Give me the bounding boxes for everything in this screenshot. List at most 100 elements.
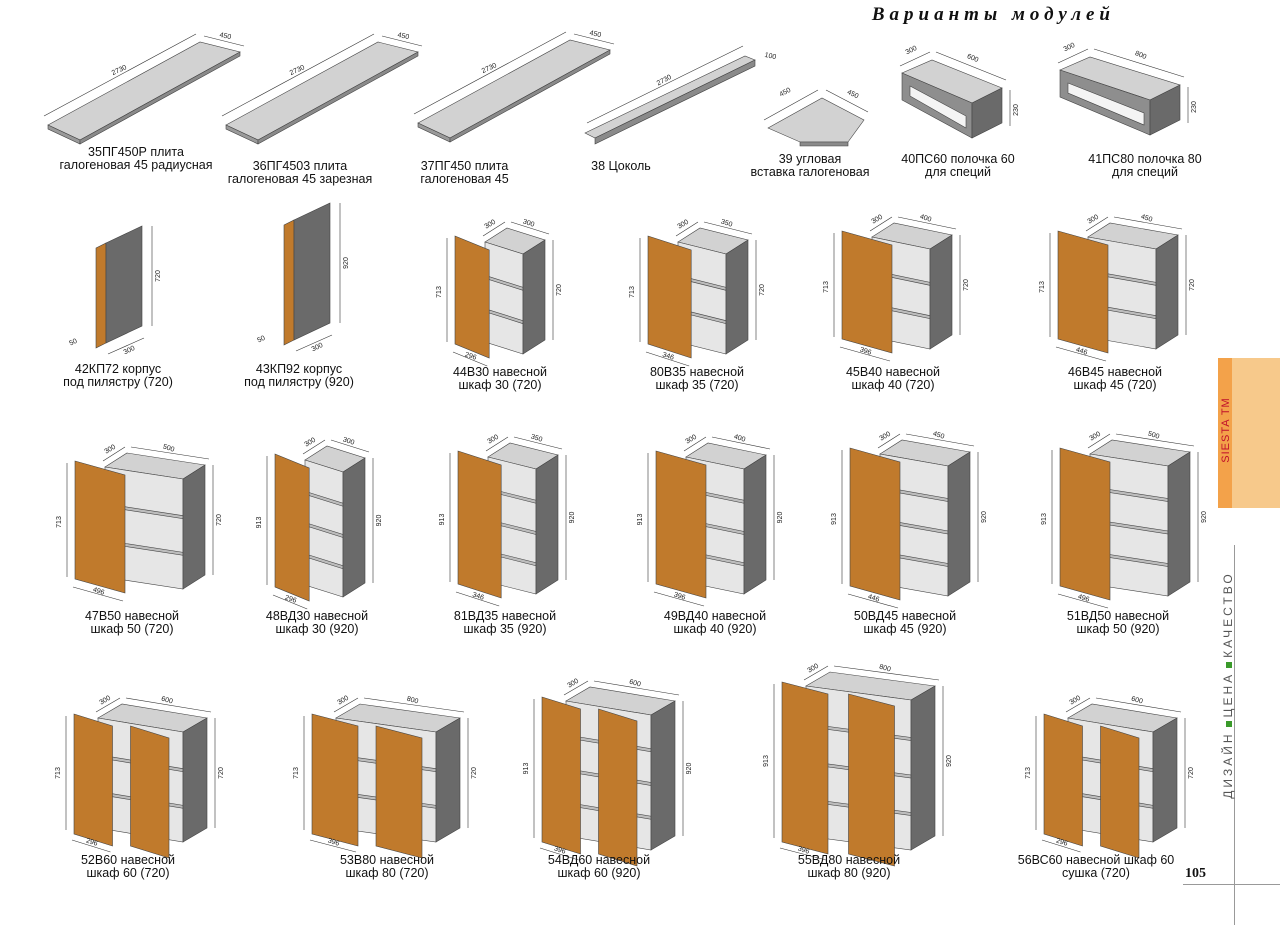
dimension-label: 300: [486, 434, 500, 446]
dimension-line: [839, 346, 891, 362]
cabinet-door: [457, 450, 502, 599]
dimension-line: [71, 839, 111, 853]
dimension-line: [825, 89, 869, 113]
footer-rule: [1183, 884, 1280, 885]
caption-line: 54ВД60 навесной: [547, 853, 651, 867]
dimension-label: 300: [1063, 42, 1077, 53]
dimension-line: [877, 433, 901, 449]
dimension-label: 450: [1140, 213, 1153, 223]
bullet-icon: [1226, 721, 1232, 728]
dimension-line: [309, 839, 357, 853]
cabinet-side: [182, 464, 206, 590]
dimension-line: [586, 45, 744, 124]
dimension-label: 396: [553, 845, 566, 855]
dimension-label: 920: [1201, 511, 1208, 523]
dimension-line: [763, 89, 819, 121]
dimension-label: 720: [556, 284, 563, 296]
dimension-label: 300: [103, 444, 117, 456]
dimension-label: 713: [629, 286, 636, 298]
body-side: [293, 202, 331, 341]
dimension-label: 713: [1039, 281, 1046, 293]
caption-line: под пилястру (720): [63, 375, 173, 389]
dimension-label: 396: [327, 837, 340, 847]
cabinet-side: [535, 454, 559, 595]
dimension-label: 50: [256, 335, 266, 345]
caption-line: шкаф 40 (720): [851, 378, 935, 392]
side-word-price: ЦЕНА: [1221, 671, 1235, 718]
dimension-line: [455, 591, 500, 607]
dimension-line: [1087, 433, 1111, 449]
cabinet-side: [522, 239, 546, 355]
caption-line: галогеновая 45 зарезная: [227, 172, 373, 186]
dimension-label: 450: [397, 32, 410, 41]
countertop-edge: [449, 49, 611, 143]
caption-line: 51ВД50 навесной: [1066, 609, 1170, 623]
dimension-line: [1085, 216, 1109, 232]
dimension-label: 296: [284, 594, 297, 604]
dimension-label: 450: [589, 30, 602, 39]
caption-line: 80В35 навесной: [649, 365, 744, 379]
dimension-label: 346: [471, 591, 484, 601]
dimension-label: 720: [216, 514, 223, 526]
dimension-label: 720: [759, 284, 766, 296]
corner-insert-top: [767, 97, 865, 143]
caption-line: шкаф 60 (720): [86, 866, 170, 880]
dimension-label: 300: [684, 434, 698, 446]
dimension-label: 230: [1191, 101, 1198, 113]
dimension-line: [869, 216, 893, 232]
dimension-line: [330, 439, 370, 453]
dimension-line: [1093, 48, 1185, 78]
dimension-label: 720: [471, 767, 478, 779]
dimension-line: [1057, 48, 1089, 64]
dimension-label: 913: [637, 514, 644, 526]
cabinet-door-right: [848, 693, 895, 867]
dimension-line: [573, 33, 615, 45]
caption-line: 53В80 навесной: [339, 853, 434, 867]
plinth-top: [584, 55, 756, 139]
caption-line: 43КП92 корпус: [255, 362, 343, 376]
cabinet-door: [841, 230, 893, 354]
dimension-label: 913: [256, 517, 263, 529]
dimension-label: 300: [1088, 431, 1102, 443]
shelf-opening: [909, 85, 967, 129]
dimension-label: 230: [1013, 104, 1020, 116]
cabinet-door-left: [541, 696, 581, 855]
dimension-line: [333, 697, 359, 713]
caption-line: 39 угловая: [778, 152, 842, 166]
caption-line: шкаф 35 (920): [463, 622, 547, 636]
cabinet-side: [947, 451, 971, 597]
dimension-label: 296: [1055, 837, 1068, 847]
dimension-label: 396: [797, 845, 810, 855]
dimension-label: 296: [85, 837, 98, 847]
dimension-label: 300: [676, 219, 690, 231]
dimension-line: [1065, 697, 1091, 713]
dimension-line: [645, 351, 690, 367]
dimension-line: [272, 594, 308, 610]
dimension-label: 913: [439, 514, 446, 526]
caption-line: шкаф 30 (720): [458, 378, 542, 392]
dimension-label: 800: [1134, 50, 1148, 61]
caption-line: 56ВС60 навесной шкаф 60: [1017, 853, 1175, 867]
dimension-line: [653, 591, 705, 607]
page-number: 105: [1185, 866, 1206, 881]
dimension-line: [1095, 697, 1182, 713]
dimension-line: [363, 697, 465, 713]
dimension-line: [1041, 839, 1081, 853]
caption-line: 41ПС80 полочка 80: [1088, 152, 1202, 166]
cabinet-side: [1155, 234, 1179, 350]
dimension-label: 450: [219, 32, 232, 41]
dimension-label: 300: [342, 436, 355, 446]
